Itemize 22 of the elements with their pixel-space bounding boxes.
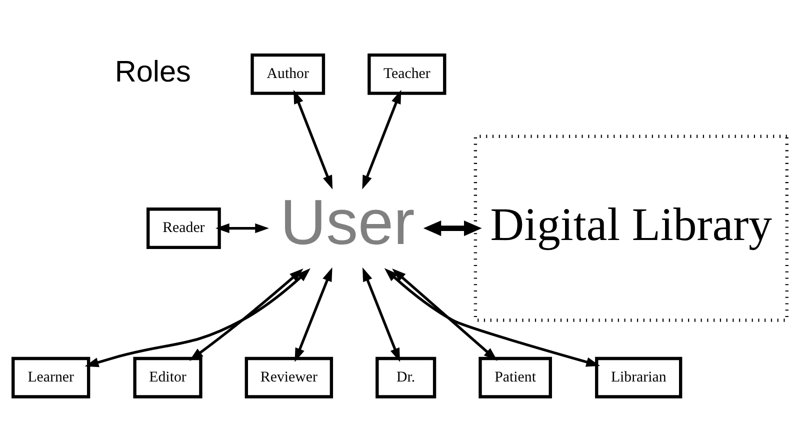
arrow <box>84 268 310 367</box>
label: Roles <box>114 55 191 88</box>
arrow <box>216 222 269 233</box>
arrow <box>423 220 482 236</box>
arrow <box>294 266 332 362</box>
node-box: Dr. <box>376 356 436 398</box>
node-box: Editor <box>133 356 202 398</box>
arrow <box>392 268 498 360</box>
arrow <box>189 268 304 360</box>
arrow <box>294 89 333 189</box>
node-box: Reader <box>146 207 221 248</box>
node-box: Learner <box>12 356 90 398</box>
node-box: Reviewer <box>244 356 334 398</box>
arrow <box>384 268 600 366</box>
node-box: Digital Library <box>474 134 788 322</box>
node-box: Librarian <box>595 356 682 398</box>
node-box: Teacher <box>368 52 446 94</box>
node-text: User <box>280 186 415 258</box>
node-box: Patient <box>478 356 552 398</box>
arrow <box>362 266 400 362</box>
node-box: Author <box>250 52 326 94</box>
arrow <box>362 89 402 189</box>
